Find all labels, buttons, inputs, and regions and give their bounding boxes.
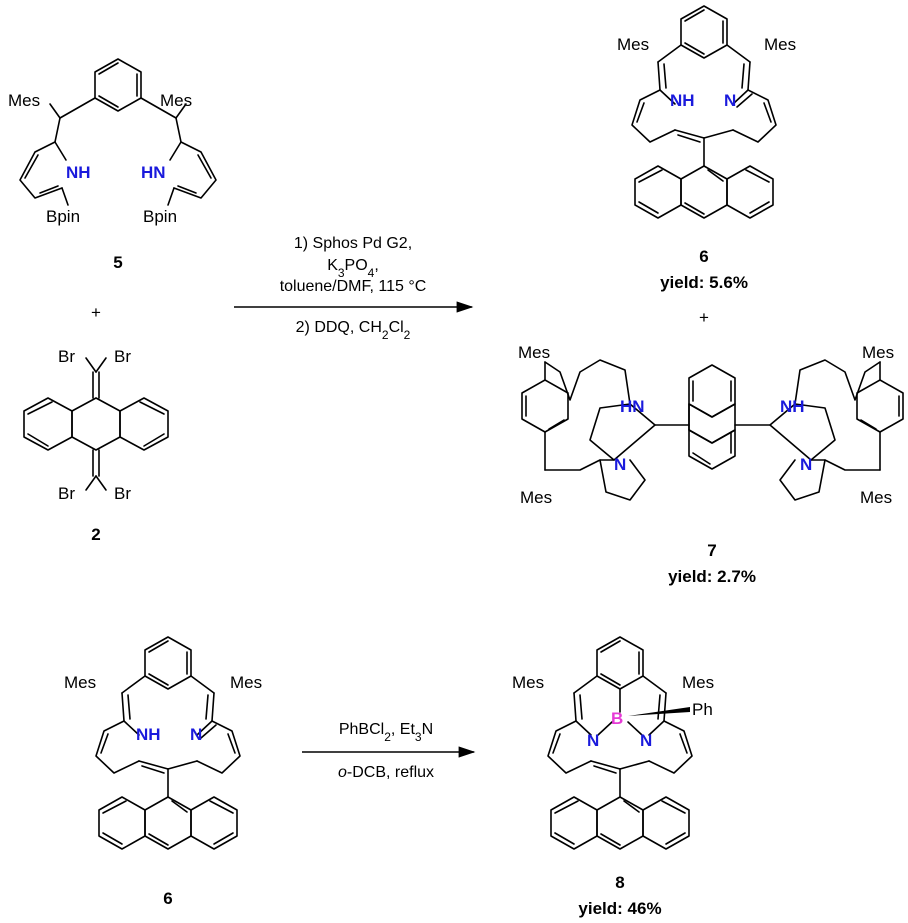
compound-5-nh-left: NH <box>66 163 91 182</box>
compound-5-nh-right: HN <box>141 163 166 182</box>
compound-8-structure <box>547 636 693 850</box>
compound-7-hn: HN <box>620 397 645 416</box>
compound-7-nh: NH <box>780 397 805 416</box>
compound-7-number: 7 <box>707 541 716 560</box>
compound-7-n-right: N <box>800 455 812 474</box>
compound-2-structure <box>23 357 169 491</box>
reaction1-step1-line2: K3PO4, <box>327 257 379 280</box>
compound-2-br-3: Br <box>58 484 75 503</box>
compound-8-phenyl: Ph <box>692 700 713 719</box>
compound-7-mes-3: Mes <box>520 488 552 507</box>
compound-6b-structure <box>95 636 241 850</box>
reaction1-step1-line3: toluene/DMF, 115 °C <box>280 278 427 295</box>
compound-2-br-1: Br <box>58 347 75 366</box>
compound-6-nh: NH <box>670 91 695 110</box>
reaction1-step1-line1: 1) Sphos Pd G2, <box>294 235 412 252</box>
compound-7-yield: yield: 2.7% <box>668 567 756 586</box>
reaction1-step2: 2) DDQ, CH2Cl2 <box>296 319 411 342</box>
reaction2-solvent: o-DCB, reflux <box>338 764 434 781</box>
compound-5-bpin-left: Bpin <box>46 207 80 226</box>
compound-5-structure <box>19 58 217 206</box>
compound-8-yield: yield: 46% <box>578 899 661 918</box>
compound-7-n-left: N <box>614 455 626 474</box>
compound-8-n-right: N <box>640 731 652 750</box>
compound-5-mes-left: Mes <box>8 91 40 110</box>
compound-6-number: 6 <box>699 247 708 266</box>
compound-6-mes-left: Mes <box>617 35 649 54</box>
compound-8-n-left: N <box>587 731 599 750</box>
reaction2-reagents: PhBCl2, Et3N <box>339 721 433 744</box>
plus-sign-1: + <box>91 303 101 322</box>
compound-2-number: 2 <box>91 525 100 544</box>
compound-8-mes-left: Mes <box>512 673 544 692</box>
compound-6b-mes-left: Mes <box>64 673 96 692</box>
compound-7-mes-4: Mes <box>860 488 892 507</box>
compound-6b-number: 6 <box>163 889 172 908</box>
compound-6-mes-right: Mes <box>764 35 796 54</box>
compound-5-bpin-right: Bpin <box>143 207 177 226</box>
compound-6-n: N <box>724 91 736 110</box>
compound-8-mes-right: Mes <box>682 673 714 692</box>
plus-sign-2: + <box>699 308 709 327</box>
compound-6-structure <box>631 5 777 219</box>
compound-6b-n: N <box>190 725 202 744</box>
compound-5-number: 5 <box>113 253 122 272</box>
compound-8-number: 8 <box>615 873 624 892</box>
compound-2-br-4: Br <box>114 484 131 503</box>
compound-8-boron: B <box>611 709 623 728</box>
compound-6b-nh: NH <box>136 725 161 744</box>
compound-5-mes-right: Mes <box>160 91 192 110</box>
compound-2-br-2: Br <box>114 347 131 366</box>
compound-6-yield: yield: 5.6% <box>660 273 748 292</box>
compound-7-mes-2: Mes <box>862 343 894 362</box>
compound-7-structure <box>521 359 904 501</box>
compound-7-mes-1: Mes <box>518 343 550 362</box>
compound-6b-mes-right: Mes <box>230 673 262 692</box>
